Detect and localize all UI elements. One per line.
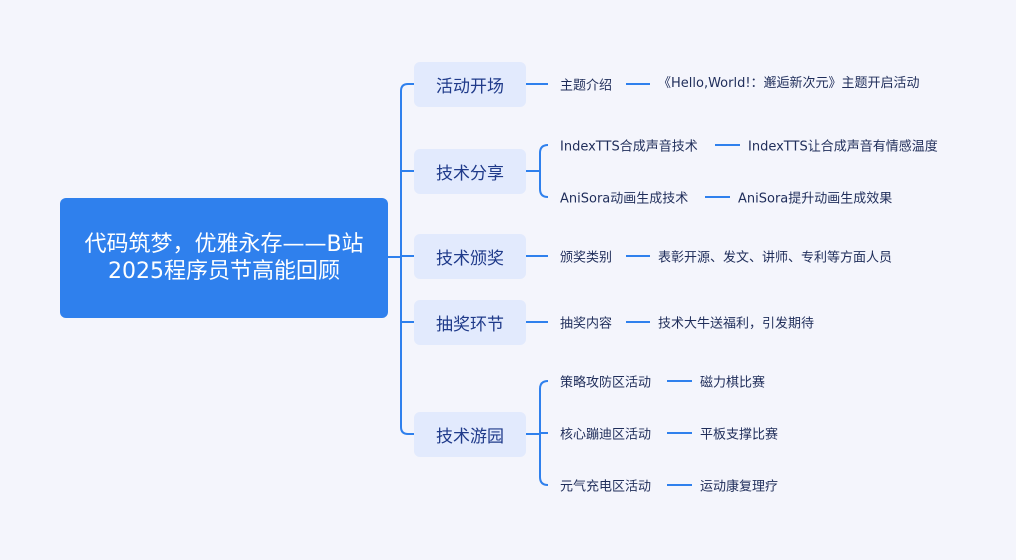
leaf-topic[interactable]: 表彰开源、发文、讲师、专利等方面人员 xyxy=(658,250,893,266)
leaf-topic[interactable]: 平板支撑比赛 xyxy=(700,427,779,443)
root-topic[interactable]: 代码筑梦，优雅永存——B站2025程序员节高能回顾 xyxy=(60,198,388,318)
leaf-topic[interactable]: 磁力棋比赛 xyxy=(700,375,766,391)
branch-opening[interactable]: 活动开场 xyxy=(414,62,526,107)
branch-lottery[interactable]: 抽奖环节 xyxy=(414,300,526,345)
leaf-topic[interactable]: 《Hello,World!：邂逅新次元》主题开启活动 xyxy=(658,76,920,91)
subtopic[interactable]: AniSora动画生成技术 xyxy=(560,191,689,207)
subtopic[interactable]: 抽奖内容 xyxy=(560,316,613,332)
subtopic[interactable]: 元气充电区活动 xyxy=(560,479,652,495)
leaf-topic[interactable]: IndexTTS让合成声音有情感温度 xyxy=(748,139,938,155)
leaf-topic[interactable]: 技术大牛送福利，引发期待 xyxy=(658,316,815,332)
leaf-topic[interactable]: 运动康复理疗 xyxy=(700,479,779,495)
branch-tech-sharing[interactable]: 技术分享 xyxy=(414,149,526,194)
branch-tech-awards[interactable]: 技术颁奖 xyxy=(414,234,526,279)
subtopic[interactable]: 策略攻防区活动 xyxy=(560,375,652,391)
subtopic[interactable]: 主题介绍 xyxy=(560,78,613,94)
leaf-topic[interactable]: AniSora提升动画生成效果 xyxy=(738,191,893,207)
subtopic[interactable]: 核心蹦迪区活动 xyxy=(560,427,652,443)
branch-tech-garden[interactable]: 技术游园 xyxy=(414,412,526,457)
subtopic[interactable]: 颁奖类别 xyxy=(560,250,613,266)
subtopic[interactable]: IndexTTS合成声音技术 xyxy=(560,139,698,155)
